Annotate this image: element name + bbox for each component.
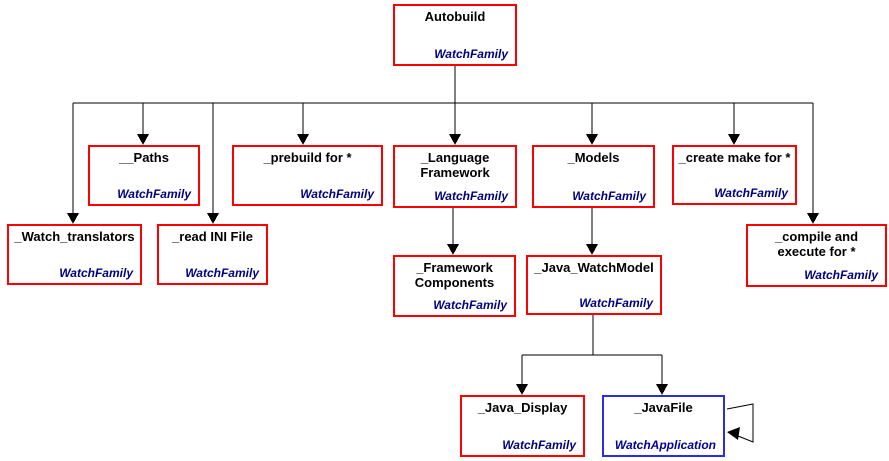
class-node-java-watchmodel[interactable]: _Java_WatchModel WatchFamily — [526, 255, 662, 315]
class-name: _Framework Components — [414, 260, 495, 290]
stereotype-label: WatchFamily — [433, 298, 507, 312]
stereotype-label: WatchFamily — [502, 438, 576, 452]
stereotype-label: WatchApplication — [614, 438, 716, 452]
class-name: _Language Framework — [420, 150, 490, 180]
class-name: _Models — [567, 150, 620, 165]
connector-javafile-self-loop — [726, 403, 754, 443]
arrowhead — [207, 213, 219, 224]
arrowhead — [656, 384, 668, 395]
class-node-javafile[interactable]: _JavaFile WatchApplication — [602, 395, 725, 457]
arrowhead — [586, 134, 598, 145]
class-node-read-ini-file[interactable]: _read INI File WatchFamily — [157, 224, 268, 285]
class-node-watch-translators[interactable]: _Watch_translators WatchFamily — [7, 224, 142, 285]
arrowhead — [67, 213, 79, 224]
stereotype-label: WatchFamily — [434, 189, 508, 203]
arrowhead — [297, 134, 309, 145]
arrowhead — [807, 213, 819, 224]
arrowhead — [586, 244, 598, 255]
stereotype-label: WatchFamily — [579, 296, 653, 310]
class-node-java-display[interactable]: _Java_Display WatchFamily — [460, 395, 585, 457]
class-name: Autobuild — [424, 9, 486, 24]
class-name: __Paths — [119, 150, 169, 165]
class-name: _Java_WatchModel — [534, 260, 654, 275]
arrowhead — [727, 427, 740, 440]
class-name: _Java_Display — [477, 400, 568, 415]
stereotype-label: WatchFamily — [804, 268, 878, 282]
class-node-autobuild[interactable]: Autobuild WatchFamily — [393, 4, 517, 66]
class-node-paths[interactable]: __Paths WatchFamily — [88, 145, 200, 206]
stereotype-label: WatchFamily — [434, 47, 508, 61]
class-name: _compile and execute for * — [774, 229, 859, 259]
class-node-models[interactable]: _Models WatchFamily — [532, 145, 655, 208]
stereotype-label: WatchFamily — [300, 187, 374, 201]
arrowhead — [449, 134, 461, 145]
arrowhead — [728, 134, 740, 145]
arrowhead — [516, 384, 528, 395]
class-name: _Watch_translators — [14, 229, 135, 244]
class-node-language-framework[interactable]: _Language Framework WatchFamily — [393, 145, 517, 208]
stereotype-label: WatchFamily — [714, 186, 788, 200]
stereotype-label: WatchFamily — [185, 266, 259, 280]
class-node-prebuild-for[interactable]: _prebuild for * WatchFamily — [232, 145, 383, 206]
class-name: _prebuild for * — [263, 150, 352, 165]
arrowhead — [137, 134, 149, 145]
stereotype-label: WatchFamily — [117, 187, 191, 201]
stereotype-label: WatchFamily — [572, 189, 646, 203]
class-node-create-make-for[interactable]: _create make for * WatchFamily — [672, 145, 797, 205]
class-name: _read INI File — [172, 229, 253, 244]
arrowhead — [447, 244, 459, 255]
class-node-compile-and-execute-for[interactable]: _compile and execute for * WatchFamily — [746, 224, 887, 287]
class-name: _JavaFile — [634, 400, 693, 415]
class-name: _create make for * — [678, 150, 791, 165]
stereotype-label: WatchFamily — [59, 266, 133, 280]
class-node-framework-components[interactable]: _Framework Components WatchFamily — [393, 255, 516, 317]
